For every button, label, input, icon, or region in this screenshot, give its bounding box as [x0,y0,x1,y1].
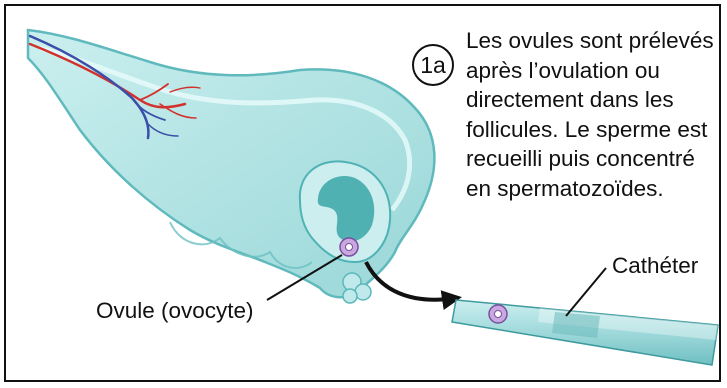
step-number-badge: 1a [412,44,454,86]
ovule-label: Ovule (ovocyte) [96,298,254,324]
catheter-leader-line [566,268,606,316]
ovum-in-catheter [489,305,507,323]
catheter-label: Cathéter [612,253,698,279]
ovum-in-follicle [340,238,358,256]
step-description: Les ovules sont prélevés après l’ovulati… [466,26,726,203]
